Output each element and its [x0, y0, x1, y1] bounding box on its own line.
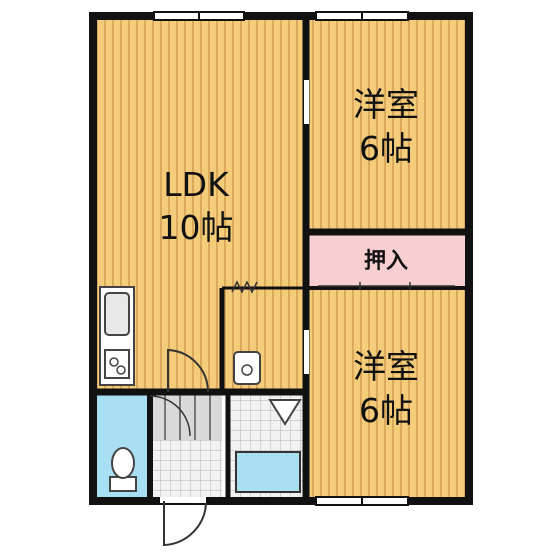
bathtub — [235, 451, 301, 493]
kitchen-sink-icon — [104, 292, 130, 336]
western-room-top-label-line2: 6帖 — [359, 129, 413, 168]
toilet-tank-icon — [109, 476, 137, 492]
closet-label: 押入 — [364, 248, 408, 274]
entrance-floor — [150, 440, 222, 497]
western-room-top-label-line1: 洋室 — [353, 85, 419, 124]
burner-icon — [116, 365, 126, 375]
western-room-top-floor — [308, 20, 465, 229]
closet-floor — [308, 235, 465, 286]
door-swing-icon — [163, 501, 207, 547]
door-swing-icon — [167, 348, 210, 393]
burner-icon — [109, 357, 119, 367]
western-room-bottom-label-line1: 洋室 — [353, 347, 419, 386]
western-room-bottom-label-line2: 6帖 — [359, 391, 413, 430]
washing-machine-icon — [268, 399, 302, 426]
toilet-bowl-icon — [111, 447, 135, 479]
washbasin-icon — [233, 351, 261, 385]
ldk-label-line2: 10帖 — [159, 208, 234, 247]
door-opening — [304, 80, 309, 124]
door-opening — [160, 497, 206, 503]
western-room-bottom-floor — [308, 290, 465, 497]
door-swing-icon — [149, 395, 191, 437]
washbasin-drain-icon — [241, 364, 253, 376]
door-opening — [304, 330, 309, 374]
accordion-door-icon — [231, 280, 258, 294]
outer-wall — [89, 12, 473, 505]
ldk-label-line1: LDK — [163, 165, 230, 204]
